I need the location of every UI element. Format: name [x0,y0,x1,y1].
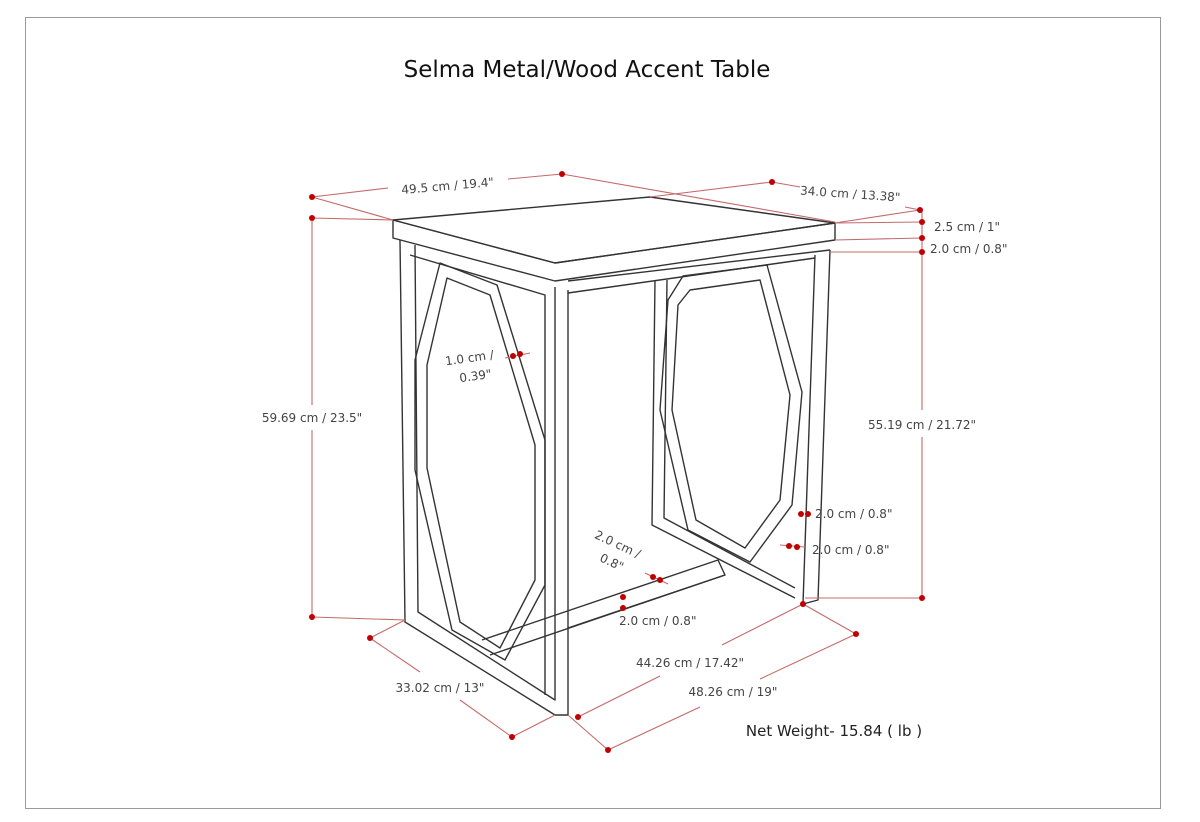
label-total-height: 59.69 cm / 23.5" [262,411,362,425]
right-octagon-outer [659,264,803,563]
diagram-title: Selma Metal/Wood Accent Table [404,57,771,83]
label-rod-2: 0.39" [459,367,493,385]
label-top-thickness: 2.5 cm / 1" [934,220,1000,234]
apron-line [567,249,831,282]
label-leg-width-b: 2.0 cm / 0.8" [812,543,889,557]
dim-top-width-right [507,173,836,223]
dimension-dots [309,171,925,753]
front-left-leg [399,239,569,716]
left-octagon-inner [426,277,536,649]
dimension-labels: 49.5 cm / 19.4" 34.0 cm / 13.38" 2.5 cm … [262,175,1008,740]
table-drawing [392,196,836,716]
diagram-border [25,17,1161,809]
label-base-depth: 33.02 cm / 13" [396,681,485,695]
dim-top-width-left [311,187,394,221]
net-weight: Net Weight- 15.84 ( lb ) [746,722,922,740]
dim-base-width [607,706,701,751]
label-stretcher-2: 0.8" [598,551,626,574]
front-left-leg-inner [414,244,556,701]
label-stretcher-height: 2.0 cm / 0.8" [619,614,696,628]
right-octagon-inner [671,279,791,549]
dim-base-depth [369,637,421,673]
label-top-width: 49.5 cm / 19.4" [401,175,495,197]
label-base-width: 48.26 cm / 19" [689,685,778,699]
label-leg-height: 55.19 cm / 21.72" [868,418,976,432]
label-rod-1: 1.0 cm / [444,348,495,369]
back-leg [651,279,796,599]
label-top-depth: 34.0 cm / 13.38" [800,184,901,205]
right-leg [802,249,831,605]
bottom-stretcher [481,559,726,656]
left-octagon-outer [414,262,546,661]
dim-top-depth-left [649,181,801,198]
label-apron: 2.0 cm / 0.8" [930,242,1007,256]
table-top-face [392,196,836,264]
stretcher-lower [567,574,726,629]
back-leg-inner [663,279,796,589]
label-inner-width: 44.26 cm / 17.42" [636,656,744,670]
dim-top-depth-right [834,206,921,224]
dim-inner-width [577,675,661,718]
label-leg-width-a: 2.0 cm / 0.8" [815,507,892,521]
left-panel-frame [409,254,546,695]
